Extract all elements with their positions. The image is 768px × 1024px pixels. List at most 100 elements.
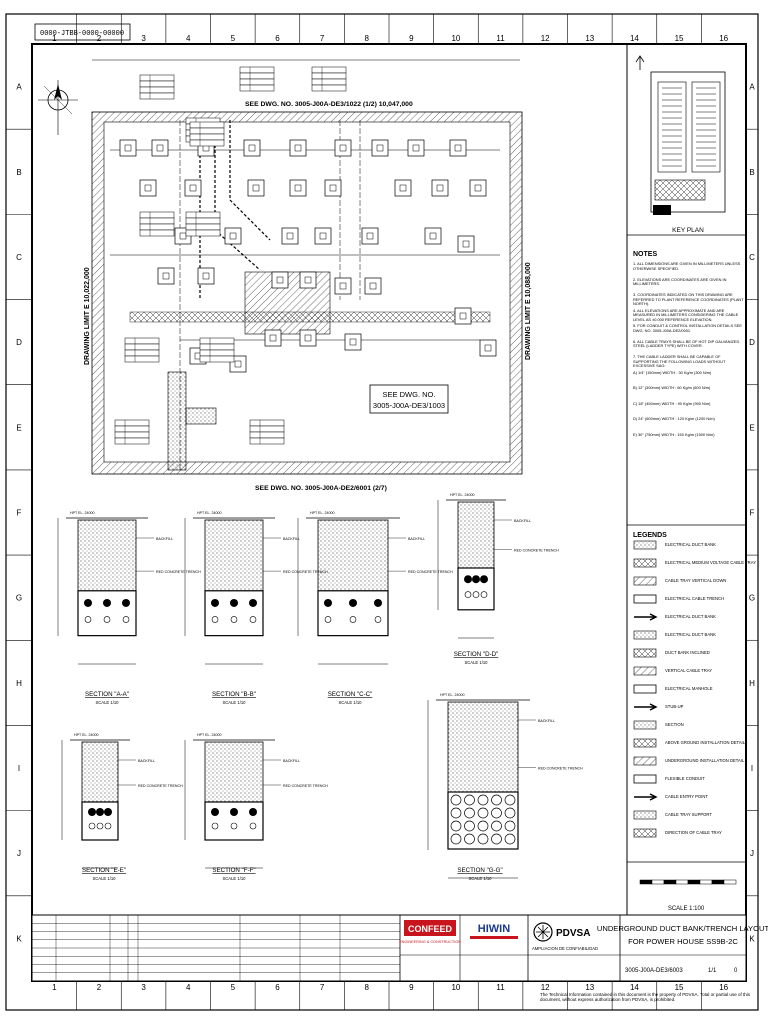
grid-row-label: E [16,423,21,432]
grid-row-label: C [16,253,22,262]
equipment-block [364,277,382,295]
grid-row-label: K [749,934,755,943]
plan-equipment-blocks [119,139,497,373]
legend-item: VERTICAL CABLE TRAY [633,666,712,676]
legend-item-label: CABLE TRAY SUPPORT [665,812,712,817]
project-name: AMPLIACION DE CONFIABILIDAD [532,946,598,951]
equipment-block [264,329,282,347]
grid-column-label: 16 [719,983,728,992]
drawing-limit-right: DRAWING LIMIT E 10,088,000 [525,262,532,360]
grid-row-label: H [16,679,22,688]
legend-item: DIRECTION OF CABLE TRAY [633,828,722,838]
grid-column-label: 14 [630,34,639,43]
section-note-backfill: BACKFILL [408,537,425,541]
section-note-elevation: HPT EL. 24000 [70,511,95,515]
equipment-block [299,271,317,289]
legend-item-label: CABLE ENTRY POINT [665,794,708,799]
section-note-concrete: RED CONCRETE TRENCH [283,570,328,574]
legend-item: ELECTRICAL DUCT BANK [633,630,716,640]
note-item: 3. COORDINATES INDICATED ON THIS DRAWING… [633,293,744,307]
grid-column-label: 10 [451,34,460,43]
see-box-line-2: 3005-J00A-DE3/1003 [373,401,445,410]
legend-item: CABLE TRAY VERTICAL DOWN [633,576,726,586]
grid-column-label: 1 [52,983,57,992]
grid-row-label: H [749,679,755,688]
north-arrow-icon [38,80,78,135]
pdvsa-logo: PDVSA AMPLIACION DE CONFIABILIDAD [532,922,598,951]
grid-column-label: 2 [97,983,102,992]
grid-column-label: 3 [141,983,146,992]
legend-list: ELECTRICAL DUCT BANK ELECTRICAL MEDIUM VO… [633,540,756,838]
grid-column-label: 13 [585,983,594,992]
callout-tag [139,74,175,100]
grid-row-label: C [749,253,755,262]
footer-note: The Technical Information contained in t… [540,992,750,1002]
legend-item-label: ELECTRICAL DUCT BANK [665,542,716,547]
legend-item: ELECTRICAL CABLE TRENCH [633,594,724,604]
notes-list: 1. ALL DIMENSIONS ARE GIVEN IN MILLIMETE… [633,262,744,436]
grid-row-label: I [18,764,20,773]
section-title: SECTION "A-A" [85,691,129,698]
section-scale: SCALE 1/10 [338,700,362,705]
grid-column-label: 6 [275,983,280,992]
equipment-block [324,179,342,197]
equipment-block [289,139,307,157]
equipment-block [151,139,169,157]
grid-column-label: 5 [231,983,236,992]
drawing-limit-left: DRAWING LIMIT E 10,022,000 [84,267,91,365]
legend-item-label: VERTICAL CABLE TRAY [665,668,712,673]
equipment-block [334,277,352,295]
section-scale: SCALE 1/10 [222,876,246,881]
confeed-logo-text: CONFEED [408,924,453,934]
header-reference-number: 0000-JTBB-0000-00000 [40,30,124,38]
equipment-block [479,339,497,357]
plan-callout-tags [114,66,347,445]
section-note-backfill: BACKFILL [283,537,300,541]
see-box-line-1: SEE DWG. NO. [383,390,436,399]
see-drawing-box: SEE DWG. NO. 3005-J00A-DE3/1003 [369,384,449,414]
legend-item: ELECTRICAL DUCT BANK [633,540,716,550]
equipment-block [344,333,362,351]
equipment-block [197,267,215,285]
grid-column-label: 8 [364,34,369,43]
grid-row-label: J [750,849,754,858]
grid-row-label: B [16,168,21,177]
grid-row-label: D [16,338,22,347]
revision-number: 0 [734,968,738,974]
note-item: 5. FOR CONDUIT & CONTROL INSTALLATION DE… [633,324,742,333]
plan-reference-bottom: SEE DWG. NO. 3005-J00A-DE2/6001 (2/7) [255,485,387,492]
section-note-concrete: RED CONCRETE TRENCH [138,784,183,788]
legend-item: CABLE ENTRY POINT [634,793,708,801]
section-note-backfill: BACKFILL [514,519,531,523]
grid-column-label: 6 [275,34,280,43]
section-title: SECTION "G-G" [457,867,502,874]
legend-item: ELECTRICAL MEDIUM VOLTAGE CABLE TRAY [633,558,756,568]
equipment-block [361,227,379,245]
grid-row-label: A [749,83,755,92]
section-details: BACKFILL RED CONCRETE TRENCH HPT EL. 24000… [57,493,583,881]
grid-column-label: 7 [320,34,325,43]
equipment-block [449,139,467,157]
grid-column-label: 7 [320,983,325,992]
section-note-backfill: BACKFILL [538,719,555,723]
grid-column-label: 11 [496,983,505,992]
note-item: 4. ALL ELEVATIONS ARE APPROXIMATE AND AR… [633,308,739,322]
grid-column-label: 12 [541,983,550,992]
key-plan-label: KEY PLAN [672,227,704,234]
grid-column-label: 11 [496,34,505,43]
legend-item-label: ELECTRICAL CABLE TRENCH [665,596,724,601]
equipment-block [469,179,487,197]
note-item: 1. ALL DIMENSIONS ARE GIVEN IN MILLIMETE… [633,262,741,271]
grid-row-label: D [749,338,755,347]
legend-item-label: CABLE TRAY VERTICAL DOWN [665,578,726,583]
